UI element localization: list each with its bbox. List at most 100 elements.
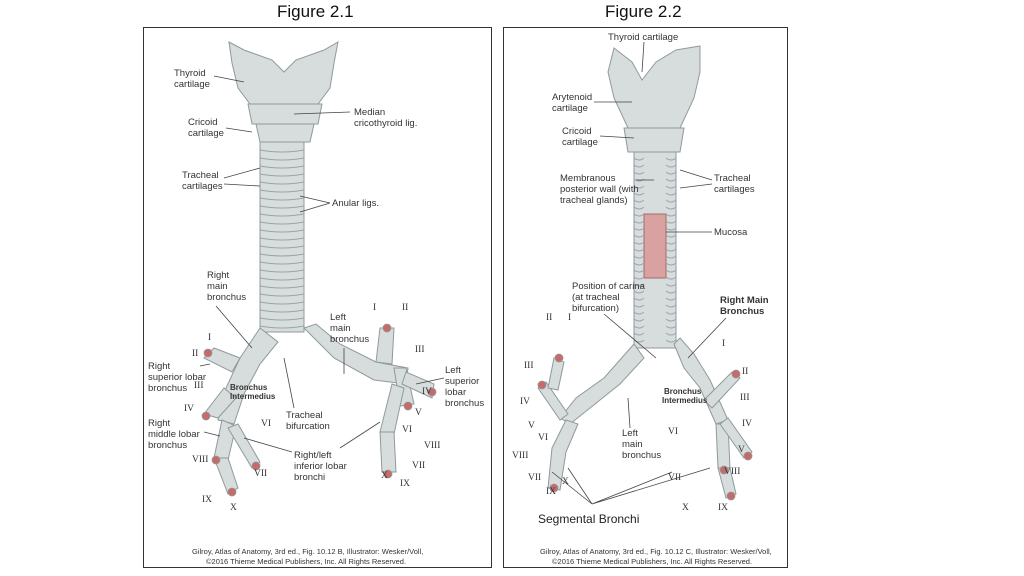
label-left-main-bronchus-2: Left main bronchus xyxy=(622,397,661,461)
label-tracheal-cartilages-2: Tracheal cartilages xyxy=(679,169,755,195)
cartilage-ring xyxy=(259,181,305,185)
segmental-bronchi-label: Segmental Bronchi xyxy=(538,512,640,526)
svg-text:Arytenoid: Arytenoid xyxy=(552,92,592,103)
svg-text:I: I xyxy=(568,313,571,323)
figure-2-1-panel: Thyroid cartilage Median cricothyroid li… xyxy=(143,27,492,568)
svg-text:IX: IX xyxy=(202,495,212,505)
label-mucosa: Mucosa xyxy=(666,227,748,238)
cartilage-ring xyxy=(633,255,645,259)
svg-text:Intermedius: Intermedius xyxy=(230,392,276,401)
svg-text:III: III xyxy=(415,345,425,355)
svg-text:bronchus: bronchus xyxy=(330,334,369,345)
svg-text:Right: Right xyxy=(207,270,230,281)
label-tracheal-cartilages: Tracheal cartilages xyxy=(182,167,261,192)
cartilage-ring xyxy=(633,206,645,210)
svg-text:Right: Right xyxy=(148,361,171,372)
cartilage-ring xyxy=(633,276,645,280)
svg-text:X: X xyxy=(682,503,689,513)
mucosa-shape xyxy=(643,213,667,279)
svg-text:VI: VI xyxy=(538,433,548,443)
figure-2-1-title: Figure 2.1 xyxy=(277,2,354,21)
svg-text:bronchus: bronchus xyxy=(148,383,187,394)
svg-text:bifurcation): bifurcation) xyxy=(572,303,619,314)
cartilage-ring xyxy=(633,220,645,224)
cartilage-ring xyxy=(633,192,645,196)
cartilage-ring xyxy=(633,325,645,329)
cartilage-ring xyxy=(665,227,677,231)
cartilage-ring xyxy=(259,165,305,169)
label-anular-ligs: Anular ligs. xyxy=(299,195,379,213)
label-inferior-lobar-bronchi: Right/left inferior lobar bronchi xyxy=(243,421,381,483)
svg-text:IV: IV xyxy=(422,387,432,397)
svg-text:III: III xyxy=(740,393,750,403)
cartilage-ring xyxy=(259,221,305,225)
cartilage-ring xyxy=(633,164,645,168)
cartilage-ring xyxy=(633,213,645,217)
svg-text:cartilage: cartilage xyxy=(174,79,210,90)
svg-text:bronchi: bronchi xyxy=(294,472,325,483)
svg-text:Gilroy, Atlas of Anatomy, 3rd: Gilroy, Atlas of Anatomy, 3rd ed., Fig. … xyxy=(540,547,772,556)
svg-text:Bronchus: Bronchus xyxy=(664,387,702,396)
svg-text:main: main xyxy=(330,323,351,334)
svg-text:VIII: VIII xyxy=(724,467,740,477)
cartilage-ring xyxy=(633,227,645,231)
cartilage-ring xyxy=(633,241,645,245)
label-position-of-carina: Position of carina (at tracheal bifurcat… xyxy=(572,281,657,359)
svg-text:cartilage: cartilage xyxy=(562,137,598,148)
svg-text:II: II xyxy=(402,303,408,313)
svg-text:II: II xyxy=(742,367,748,377)
svg-text:IX: IX xyxy=(718,503,728,513)
svg-text:middle lobar: middle lobar xyxy=(148,429,200,440)
svg-text:X: X xyxy=(381,471,388,481)
cartilage-ring xyxy=(259,325,305,329)
cartilage-ring xyxy=(633,185,645,189)
cartilage-ring xyxy=(259,157,305,161)
cartilage-ring xyxy=(665,332,677,336)
cartilage-ring xyxy=(259,229,305,233)
svg-text:X: X xyxy=(562,477,569,487)
credit-fig2: Gilroy, Atlas of Anatomy, 3rd ed., Fig. … xyxy=(540,547,772,566)
cartilage-ring xyxy=(259,253,305,257)
svg-text:posterior wall (with: posterior wall (with xyxy=(560,184,639,195)
svg-text:V: V xyxy=(738,445,745,455)
svg-text:cartilage: cartilage xyxy=(552,103,588,114)
cartilage-ring xyxy=(633,248,645,252)
cartilage-ring xyxy=(259,189,305,193)
cartilage-ring xyxy=(259,213,305,217)
svg-text:Cricoid: Cricoid xyxy=(562,126,592,137)
svg-text:Mucosa: Mucosa xyxy=(714,227,748,238)
cartilage-ring xyxy=(259,149,305,153)
svg-text:Median: Median xyxy=(354,107,385,118)
cartilage-ring xyxy=(633,318,645,322)
cartilage-ring xyxy=(259,269,305,273)
svg-text:main: main xyxy=(622,439,643,450)
svg-text:bifurcation: bifurcation xyxy=(286,421,330,432)
svg-text:Anular ligs.: Anular ligs. xyxy=(332,198,379,209)
cartilage-ring xyxy=(665,318,677,322)
svg-text:I: I xyxy=(208,333,211,343)
svg-text:I: I xyxy=(722,339,725,349)
svg-text:cartilages: cartilages xyxy=(182,181,223,192)
label-thyroid-cartilage: Thyroid cartilage xyxy=(174,68,245,90)
svg-text:inferior lobar: inferior lobar xyxy=(294,461,347,472)
cartilage-ring xyxy=(665,339,677,343)
svg-text:VIII: VIII xyxy=(424,441,440,451)
svg-text:©2016 Thieme Medical Publisher: ©2016 Thieme Medical Publishers, Inc. Al… xyxy=(206,557,406,566)
cartilage-ring xyxy=(633,199,645,203)
cartilage-ring xyxy=(665,283,677,287)
trachea-posterior-illustration: Thyroid cartilage Arytenoid cartilage Cr… xyxy=(512,32,772,566)
svg-text:Position of carina: Position of carina xyxy=(572,281,646,292)
label-membranous-wall: Membranous posterior wall (with tracheal… xyxy=(560,173,654,206)
cartilage-ring xyxy=(633,269,645,273)
svg-text:(at tracheal: (at tracheal xyxy=(572,292,620,303)
cartilage-ring xyxy=(259,309,305,313)
cartilage-ring xyxy=(259,301,305,305)
label-left-superior-lobar-bronchus: Left superior lobar bronchus xyxy=(415,365,484,409)
label-right-main-bronchus-2: Right Main Bronchus xyxy=(687,295,769,359)
cartilage-ring xyxy=(665,325,677,329)
cartilage-ring xyxy=(665,164,677,168)
svg-text:II: II xyxy=(192,349,198,359)
svg-text:main: main xyxy=(207,281,228,292)
cartilage-ring xyxy=(665,199,677,203)
svg-text:III: III xyxy=(194,381,204,391)
